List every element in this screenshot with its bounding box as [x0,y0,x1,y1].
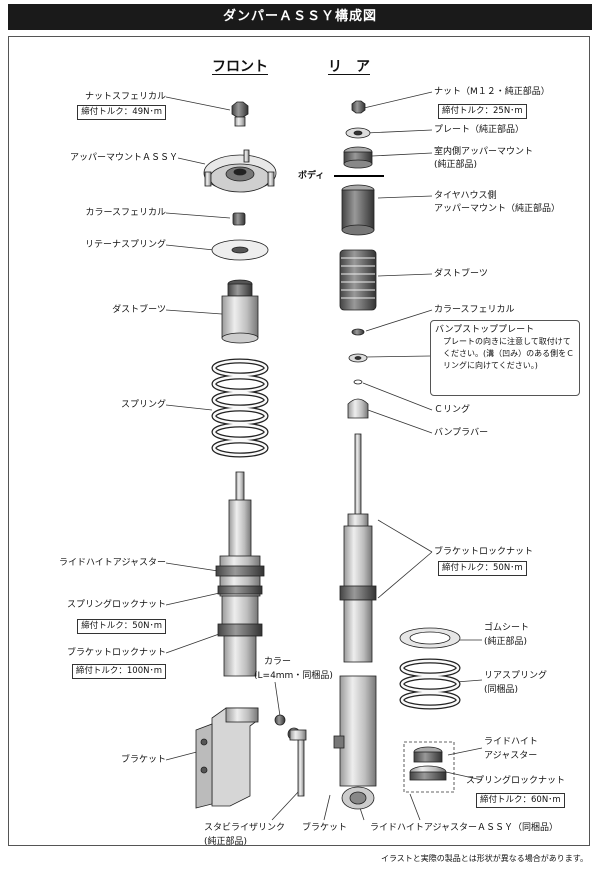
label-rear-bracket-lock-nut: ブラケットロックナット [434,547,534,557]
label-rear-collar-spherical: カラースフェリカル [434,305,515,315]
label-rear-spring-lock-nut: スプリングロックナット [466,776,566,786]
label-front-ride-height-adjuster: ライドハイトアジャスター [58,558,166,568]
label-rear-dust-boot: ダストブーツ [434,269,488,279]
label-rear-tirehouse-mount-2: アッパーマウント（純正部品） [434,204,561,214]
label-front-bracket: ブラケット [120,755,166,765]
label-front-collar-note: (L=4mm・同梱品) [254,671,333,681]
label-rear-bracket: ブラケット [302,823,348,833]
torque-rear-spring-lock: 締付トルク：60N･m [476,793,565,808]
label-bump-rubber: バンプラバー [434,428,489,438]
label-rear-spring-note: (同梱品) [484,685,519,695]
label-rh-adjuster-assy: ライドハイトアジャスターＡＳＳＹ（同梱品） [370,823,559,833]
torque-rear-nut: 締付トルク：25N･m [438,104,527,119]
label-front-bracket-lock-nut: ブラケットロックナット [66,648,166,658]
footer-note: イラストと実際の製品とは形状が異なる場合があります。 [380,854,588,863]
label-rear-nut: ナット（M１２・純正部品） [434,87,550,97]
label-rear-plate: プレート（純正部品） [434,125,525,135]
diagram-frame [8,36,590,846]
label-rubber-seat: ゴムシート [484,623,530,633]
label-rear-rh-adjuster-2: アジャスター [484,751,538,761]
label-front-spring: スプリング [120,400,166,410]
label-rear-inner-upper-mount-note: (純正部品) [434,160,478,170]
label-front-spring-lock-nut: スプリングロックナット [66,600,166,610]
front-assembly [195,101,307,809]
label-front-dust-boot: ダストブーツ [112,305,166,315]
bump-stop-plate-note: バンプストッププレート プレートの向きに注意して取付けてください。(溝（凹み）の… [430,320,580,396]
label-front-collar-spherical: カラースフェリカル [85,208,166,218]
label-rear-inner-upper-mount: 室内側アッパーマウント [434,147,534,157]
label-body: ボディ [298,171,325,181]
leader-lines [165,91,483,821]
torque-front-nut: 締付トルク：49N･m [77,105,166,120]
bump-stop-plate-instruction: プレートの向きに注意して取付けてください。(溝（凹み）のある側をＣリングに向けて… [443,337,575,370]
label-stabilizer-link: スタビライザリンク [204,823,286,833]
section-front: フロント [212,59,268,75]
label-rear-spring: リアスプリング [484,671,548,681]
page-title: ダンパーＡＳＳＹ構成図 [8,4,592,30]
label-stabilizer-note: (純正部品) [204,837,248,847]
torque-front-bracket-lock: 締付トルク：100N･m [71,664,166,679]
label-c-ring: Ｃリング [434,405,471,415]
rear-assembly [333,100,461,810]
label-front-collar: カラー [264,657,292,667]
label-rear-tirehouse-mount-1: タイヤハウス側 [434,191,497,201]
label-front-upper-mount: アッパーマウントＡＳＳＹ [69,153,178,163]
torque-rear-bracket-lock: 締付トルク：50N･m [438,561,527,576]
label-front-retainer-spring: リテーナスプリング [84,240,166,250]
label-front-nut-spherical: ナットスフェリカル [84,92,166,102]
torque-front-spring-lock: 締付トルク：50N･m [77,619,166,634]
label-rubber-seat-note: (純正部品) [484,637,528,647]
section-rear: リ ア [328,59,370,75]
label-rear-rh-adjuster-1: ライドハイト [484,737,538,747]
label-bump-stop-plate: バンプストッププレート [435,325,535,335]
